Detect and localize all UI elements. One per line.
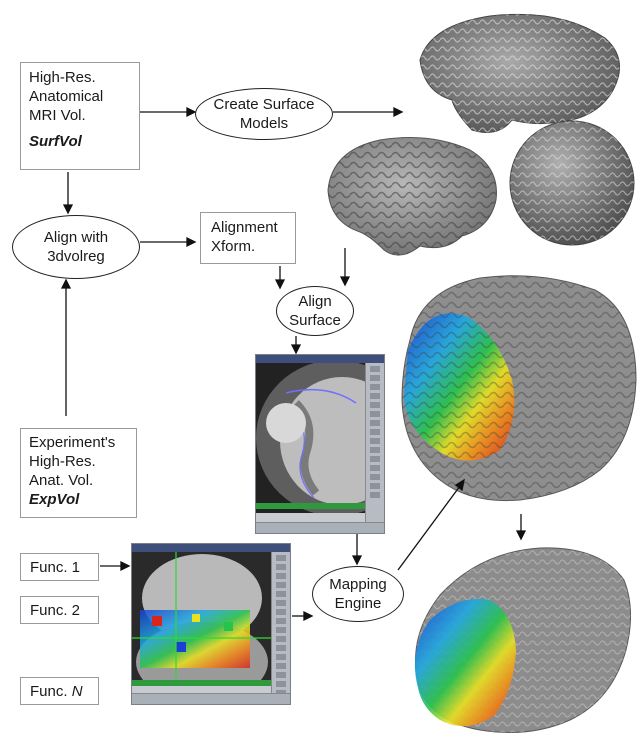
afni-slice-viewer-icon — [255, 354, 385, 534]
alignment-xform-line-2: Xform. — [211, 238, 256, 255]
pial-brain-icon — [327, 137, 497, 256]
functional-overlay-image — [132, 552, 272, 680]
funcn-prefix: Func. — [30, 683, 72, 700]
align-3dvolreg-ellipse: Align with 3dvolreg — [12, 215, 140, 279]
alignment-xform-box: Alignment Xform. — [200, 212, 296, 264]
alignment-xform-line-1: Alignment — [211, 219, 278, 236]
align-surface-line-1: Align — [298, 293, 332, 310]
align-3dvolreg-line-1: Align with — [43, 229, 109, 246]
align-surface-line-2: Surface — [289, 312, 341, 329]
activation-brain-inflated-icon — [414, 547, 632, 733]
funcn-n: N — [71, 683, 83, 700]
mapping-engine-line-1: Mapping — [329, 576, 387, 593]
create-surface-line-2: Models — [239, 115, 289, 132]
mapping-engine-line-2: Engine — [334, 595, 382, 612]
surfvol-line-2: Anatomical — [29, 88, 104, 105]
align-surface-ellipse: Align Surface — [276, 286, 354, 336]
funcn-box: Func. N — [20, 677, 99, 705]
expvol-label: ExpVol — [29, 491, 80, 508]
align-3dvolreg-line-2: 3dvolreg — [47, 248, 105, 265]
inflated-brain-icon — [419, 13, 621, 133]
expvol-line-2: High-Res. — [29, 453, 96, 470]
expvol-line-1: Experiment's — [29, 434, 116, 451]
surfvol-label: SurfVol — [29, 133, 82, 150]
arrow-layer — [60, 106, 527, 622]
mri-slice-image — [256, 363, 368, 513]
expvol-line-3: Anat. Vol. — [29, 472, 94, 489]
mapping-engine-ellipse: Mapping Engine — [312, 566, 404, 622]
create-surface-line-1: Create Surface — [213, 96, 315, 113]
surfvol-line-1: High-Res. — [29, 69, 96, 86]
afni-functional-overlay-icon — [131, 543, 291, 705]
activation-brain-lateral-icon — [401, 275, 637, 502]
func2-label: Func. 2 — [30, 602, 81, 619]
func2-box: Func. 2 — [20, 596, 99, 624]
surfvol-line-3: MRI Vol. — [29, 107, 86, 124]
surfvol-box: High-Res. Anatomical MRI Vol. SurfVol — [20, 62, 140, 170]
sphere-brain-icon — [509, 120, 635, 246]
expvol-box: Experiment's High-Res. Anat. Vol. ExpVol — [20, 428, 137, 518]
create-surface-ellipse: Create Surface Models — [195, 88, 333, 140]
func1-label: Func. 1 — [30, 559, 81, 576]
func1-box: Func. 1 — [20, 553, 99, 581]
